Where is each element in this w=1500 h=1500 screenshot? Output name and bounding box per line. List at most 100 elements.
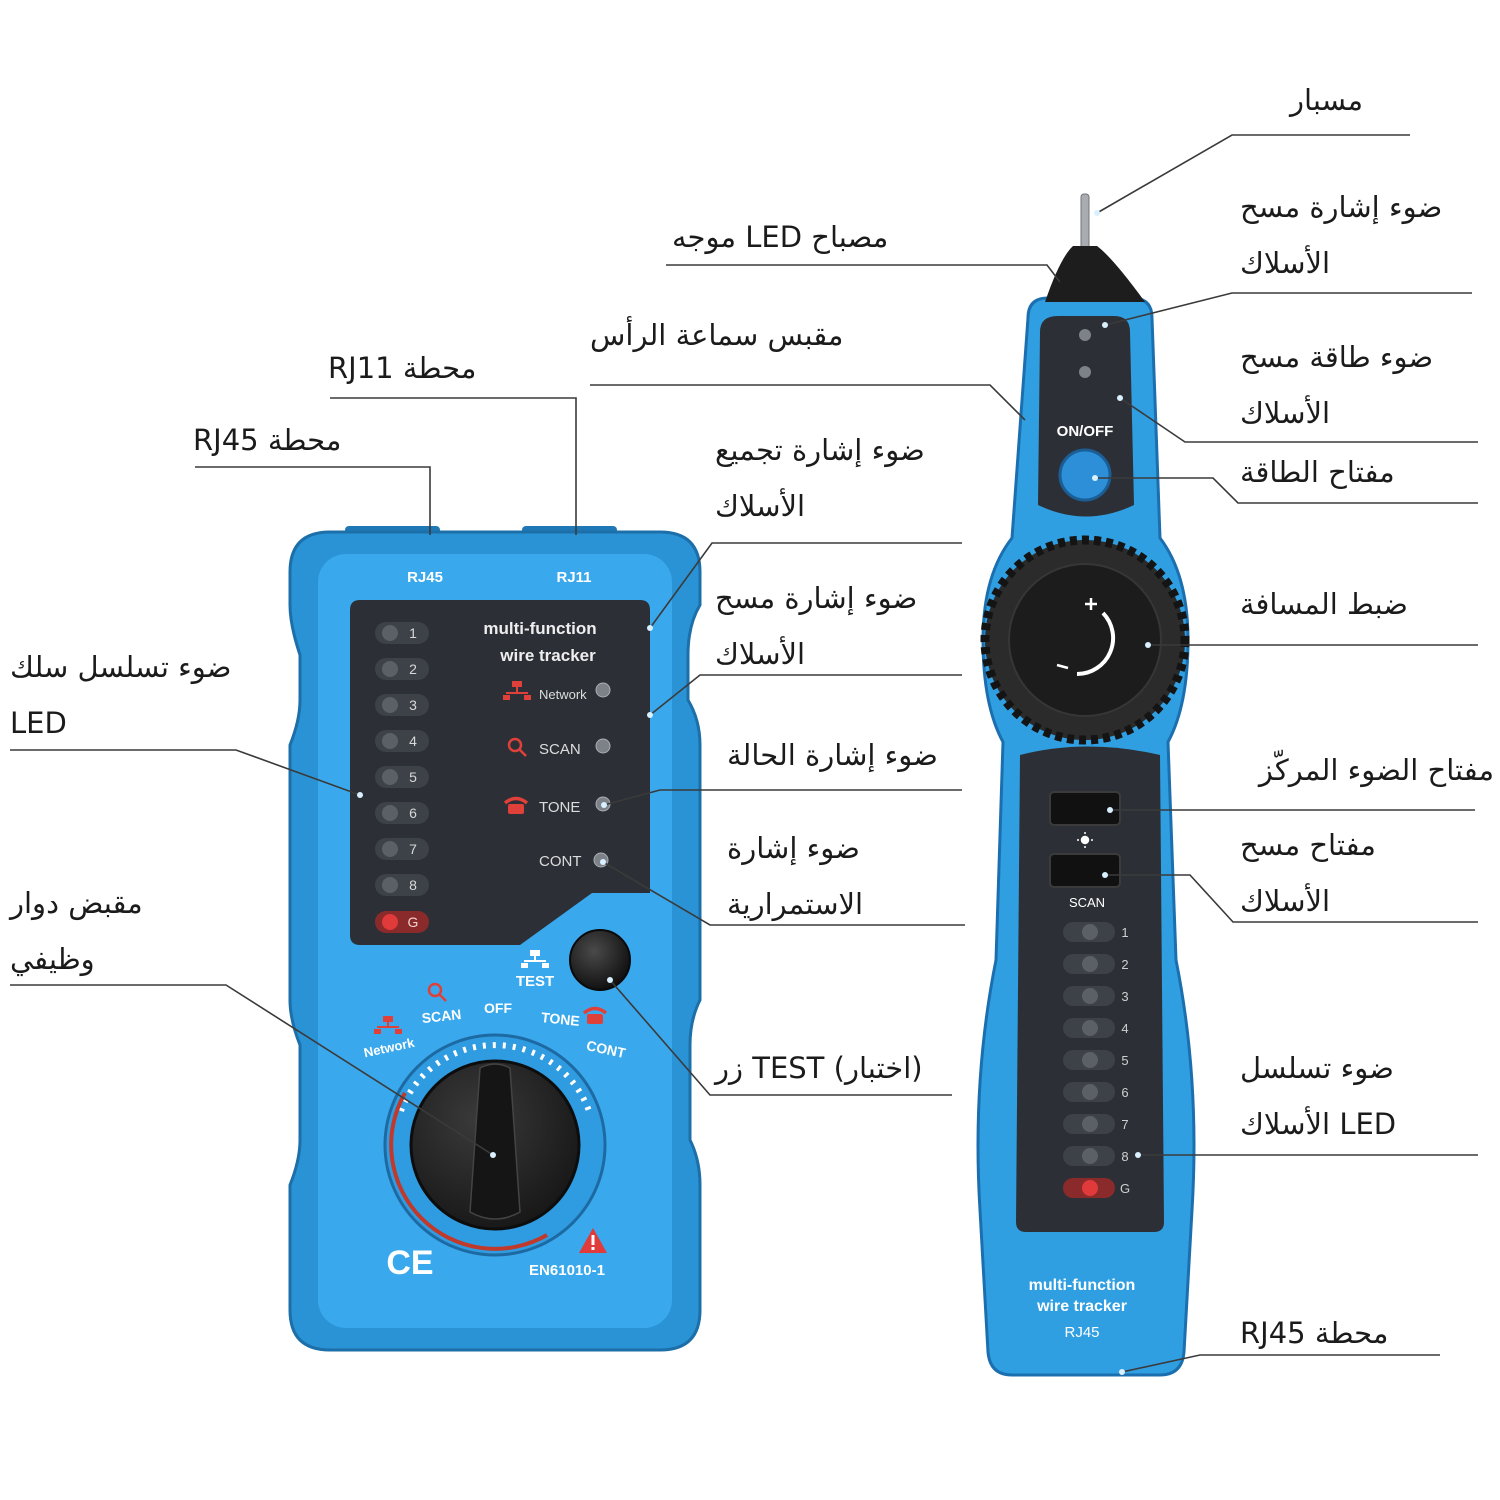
sequence-led-column: 1 2 3 4 5 6 7 8 G [375, 622, 429, 933]
sequence-led: 6 [1063, 1082, 1129, 1102]
leader-status-light [603, 789, 962, 806]
label-line: ضوء إشارة مسح [715, 581, 918, 615]
label-rj45-port: RJ45 محطة [193, 412, 341, 468]
leader-probe-rj45-port [1121, 1354, 1440, 1373]
rotary-function-knob [383, 1033, 607, 1257]
label-line: LED [10, 706, 67, 740]
led-number: 7 [1121, 1117, 1128, 1132]
led-number: 1 [1121, 925, 1128, 940]
dial-tick-arc [398, 1042, 592, 1113]
label-line: الأسلاك [1240, 246, 1331, 280]
label-line: الأسلاك [715, 637, 806, 671]
power-button-label: ON/OFF [1057, 423, 1114, 440]
label-line: RJ45 محطة [1240, 1316, 1389, 1350]
probe-title-line2: wire tracker [1036, 1298, 1127, 1315]
label-line: ضبط المسافة [1240, 587, 1408, 621]
led-number: G [1120, 1181, 1130, 1196]
flashlight-button [1049, 791, 1121, 826]
label-line: وظيفي [10, 942, 95, 976]
probe: ON/OFF SCAN 1 2 3 4 5 [976, 193, 1196, 1377]
scan-button-label: SCAN [1069, 895, 1105, 910]
scan-indicator-label: SCAN [539, 741, 581, 758]
leader-probe-power-light [1119, 397, 1478, 443]
led-number: 1 [409, 625, 417, 641]
leader-continuity-light [602, 861, 965, 926]
label-line: مقبس سماعة الرأس [590, 318, 844, 352]
label-rotary-knob: مقبض دوار وظيفي [10, 875, 143, 987]
led-number: 4 [1121, 1021, 1128, 1036]
safety-standard: EN61010-1 [529, 1262, 605, 1279]
sequence-led: 4 [375, 730, 429, 752]
network-indicator: Network [503, 681, 611, 702]
ce-mark: CE [386, 1244, 433, 1282]
tone-indicator-label: TONE [539, 799, 580, 816]
scan-button [1049, 853, 1121, 888]
minus-icon [1056, 663, 1069, 670]
label-line: RJ11 محطة [328, 351, 477, 385]
leader-scan-signal-light [649, 674, 962, 716]
test-button [569, 929, 631, 991]
sequence-led: 2 [1063, 954, 1129, 974]
ground-led: G [1063, 1178, 1130, 1198]
leader-test-button [609, 979, 952, 1096]
label-gather-signal-light: ضوء إشارة تجميع الأسلاك [715, 422, 925, 534]
test-button-label: TEST [516, 973, 554, 990]
leader-led-flashlight [666, 264, 1061, 283]
sequence-led: 8 [375, 874, 429, 896]
cont-indicator-label: CONT [539, 853, 582, 870]
label-line: مقبض دوار [10, 886, 143, 920]
led-number: G [408, 914, 419, 930]
label-line: ضوء إشارة مسح [1240, 190, 1443, 224]
label-line: RJ45 محطة [193, 423, 342, 457]
led-number: 5 [409, 769, 417, 785]
magnifier-icon [507, 737, 527, 757]
transmitter-title-line2: wire tracker [499, 646, 596, 665]
label-scan-signal-light: ضوء إشارة مسح الأسلاك [715, 570, 917, 682]
ground-led: G [375, 911, 429, 933]
label-line: ضوء إشارة تجميع [715, 433, 925, 467]
leader-lines [10, 134, 1478, 1373]
network-icon [503, 681, 531, 700]
led-number: 6 [1121, 1085, 1128, 1100]
scan-indicator: SCAN [507, 737, 611, 758]
leader-probe-tip [1096, 134, 1410, 214]
dial-label-off: OFF [484, 1000, 512, 1016]
label-line: مسبار [1290, 83, 1363, 117]
label-headphone-jack: مقبس سماعة الرأس [590, 307, 843, 363]
sequence-led: 7 [1063, 1114, 1129, 1134]
sequence-led: 2 [375, 658, 429, 680]
label-flashlight-switch: مفتاح الضوء المركّز [1259, 742, 1494, 798]
rj11-port-label: RJ11 [556, 569, 591, 586]
transmitter-display-panel [350, 600, 650, 945]
leader-power-switch [1095, 477, 1478, 504]
transmitter: RJ45 RJ11 1 2 3 4 5 6 7 8 G multi-functi… [288, 526, 702, 1352]
label-line: الأسلاك [715, 489, 806, 523]
label-test-button: زر TEST (اختبار) [715, 1040, 923, 1096]
leader-rj11-port [330, 397, 577, 535]
transmitter-title-line1: multi-function [483, 619, 596, 638]
label-line: ضوء طاقة مسح [1240, 340, 1434, 374]
label-line: مفتاح الضوء المركّز [1258, 753, 1494, 787]
annotation-dots [357, 210, 1151, 1375]
led-number: 2 [409, 661, 417, 677]
sun-icon [1077, 832, 1093, 848]
label-probe-rj45-port: RJ45 محطة [1240, 1305, 1388, 1361]
network-indicator-led [595, 682, 611, 698]
label-line: زر TEST (اختبار) [715, 1051, 923, 1085]
leader-probe-scan-signal-light [1104, 292, 1472, 326]
knob-grip [469, 1063, 521, 1220]
leader-rotary-knob [10, 984, 494, 1156]
label-power-switch: مفتاح الطاقة [1240, 444, 1395, 500]
sequence-led: 4 [1063, 1018, 1129, 1038]
probe-scan-signal-led [1079, 329, 1091, 341]
sequence-led: 1 [375, 622, 429, 644]
label-probe-scan-signal-light: ضوء إشارة مسح الأسلاك [1240, 179, 1442, 291]
dial-label-tone: TONE [540, 1009, 580, 1029]
sequence-led: 3 [375, 694, 429, 716]
probe-power-led [1079, 366, 1091, 378]
